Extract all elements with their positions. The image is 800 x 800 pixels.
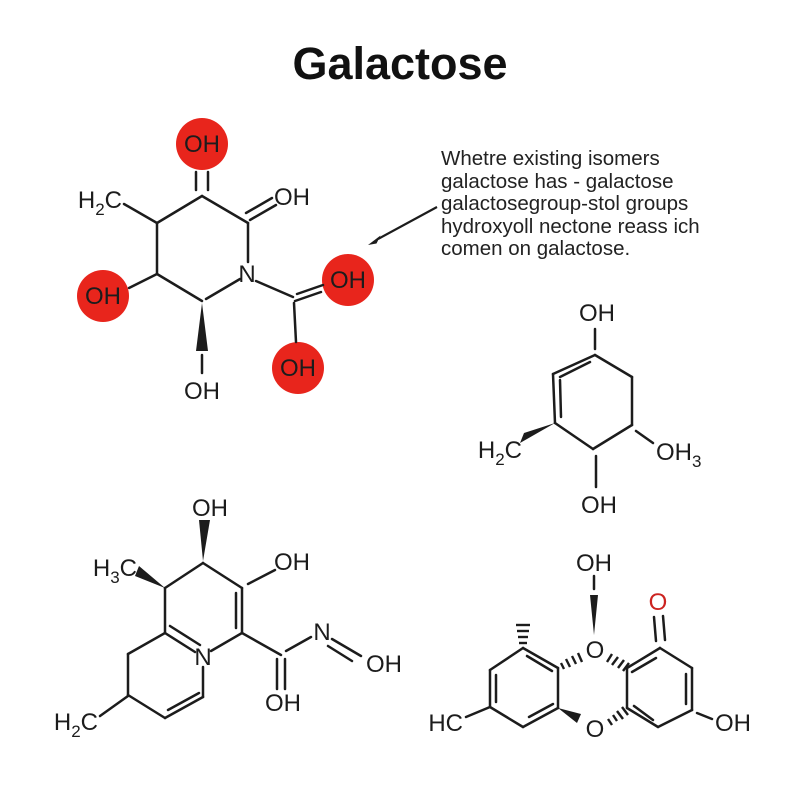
oxygen-label: O [586,716,605,743]
methylene-label: H2C [478,437,522,469]
hydroxyl-label: OH [330,267,366,294]
structure-top-left: H2C OH OH N OH OH OH OH [77,118,374,405]
hydroxyl-label: OH [265,690,301,717]
annotation-line: Whetre existing isomers [441,147,660,170]
substituent-bonds [464,574,714,723]
wedge-bond [135,566,165,588]
hydroxyl-label: OH [280,355,316,382]
annotation-text: Whetre existing isomers galactose has - … [441,147,731,261]
hydroxyl-label: OH [274,549,310,576]
hydroxyl-label: OH [85,283,121,310]
annotation-arrow [368,206,438,245]
ketone-oxygen-label: O [649,589,668,616]
wedge-bond [520,423,555,443]
nitrogen-label: N [194,644,211,671]
substituent-bonds [122,170,325,375]
structure-middle-right: OH H2C OH3 OH [478,300,702,519]
annotation-line: comen on galactose. [441,237,631,260]
structure-bottom-right: HC OH O O O OH [428,550,751,743]
hydroxyl-label: OH [715,710,751,737]
ring-bonds [551,353,634,451]
annotation-line: galactose has - galactose [441,169,674,193]
wedge-bond [590,595,598,635]
hydroxyl-label: OH3 [656,439,701,471]
hashed-methyl-bond [516,623,530,645]
hydroxyl-highlight-circle [272,342,324,394]
ring-bonds [488,646,694,729]
substituent-bonds [98,520,363,718]
hydroxyl-label: OH [366,651,402,678]
hydroxyl-highlight-circle [77,270,129,322]
substituent-bonds [520,327,655,489]
page-title: Galactose [292,38,508,89]
hydroxyl-highlight-circle [322,254,374,306]
nitrogen-label: N [238,261,255,288]
hydroxyl-label: OH [192,495,228,522]
annotation-line: hydroxyoll nectone reass ich [441,214,700,238]
nitrogen-label: N [313,619,330,646]
hydroxyl-label: OH [576,550,612,577]
ring-bonds [126,561,244,720]
hydroxyl-label: OH [184,131,220,158]
methylene-label: H2C [78,187,122,219]
hydroxyl-label: OH [579,300,615,327]
hashed-oxygen-bonds [559,652,630,726]
ring-bonds [155,194,250,303]
methyl-label: H3C [93,555,137,587]
wedge-bond [196,303,208,351]
methylene-label: H2C [54,709,98,741]
wedge-bond [199,520,210,561]
hydroxyl-label: OH [581,492,617,519]
annotation-line: galactosegroup-stol groups [441,192,689,215]
oxygen-label: O [586,637,605,664]
hydroxyl-highlight-circle [176,118,228,170]
hydroxyl-label: OH [274,184,310,211]
wedge-bond [558,708,581,723]
methine-label: HC [428,710,463,737]
structure-bottom-left: OH H3C OH N H2C OH N OH [54,495,402,741]
hydroxyl-label: OH [184,378,220,405]
